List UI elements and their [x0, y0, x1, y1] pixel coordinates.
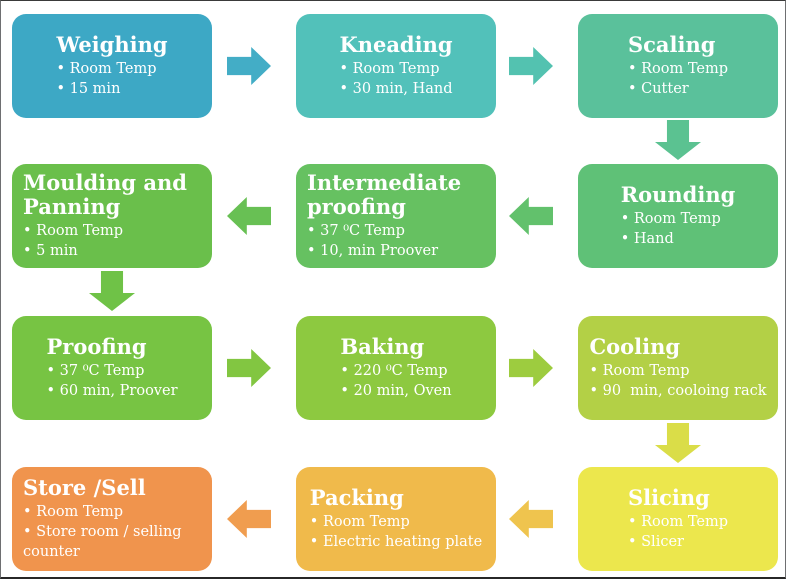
step-title: Kneading — [339, 31, 453, 57]
flow-arrow-right-icon — [227, 47, 271, 85]
step-detail: Electric heating plate — [310, 532, 482, 552]
step-detail: 37 ⁰C Temp — [307, 221, 485, 241]
step-detail: Room Temp — [23, 502, 201, 522]
flow-arrow-right-icon — [509, 349, 553, 387]
step-detail: Room Temp — [310, 512, 482, 532]
step-details: Room Temp Store room / selling counter — [23, 502, 201, 562]
flow-arrow-right-icon — [509, 47, 553, 85]
flow-arrow-left-icon — [509, 197, 553, 235]
flow-arrow-left-icon — [227, 197, 271, 235]
step-detail: Room Temp — [628, 59, 728, 79]
step-detail: Cutter — [628, 79, 728, 99]
step-details: Room Temp 5 min — [23, 221, 201, 261]
flow-arrow-right-icon — [227, 349, 271, 387]
step-detail: Room Temp — [621, 209, 736, 229]
step-title: Baking — [340, 333, 425, 359]
step-title: Store /Sell — [23, 474, 146, 500]
process-step-proofing: Proofing 37 ⁰C Temp 60 min, Proover — [12, 316, 212, 420]
flow-arrow-left-icon — [509, 500, 553, 538]
step-details: Room Temp Electric heating plate — [310, 512, 482, 552]
step-details: Room Temp Slicer — [628, 512, 728, 552]
step-detail: Room Temp — [589, 361, 766, 381]
flow-arrow-down-icon — [655, 423, 701, 463]
step-detail: 5 min — [23, 241, 201, 261]
step-details: Room Temp Cutter — [628, 59, 728, 99]
process-step-rounding: Rounding Room Temp Hand — [578, 164, 778, 268]
step-detail: Room Temp — [56, 59, 167, 79]
process-step-weighing: Weighing Room Temp 15 min — [12, 14, 212, 118]
step-detail: 60 min, Proover — [46, 381, 178, 401]
step-details: Room Temp 15 min — [56, 59, 167, 99]
flow-arrow-down-icon — [655, 120, 701, 160]
step-detail: 10, min Proover — [307, 241, 485, 261]
step-detail: 90 min, cooloing rack — [589, 381, 767, 401]
flow-arrow-down-icon — [89, 271, 135, 311]
step-detail: Room Temp — [628, 512, 728, 532]
step-title: Packing — [309, 484, 404, 510]
process-step-packing: Packing Room Temp Electric heating plate — [296, 467, 496, 571]
process-step-moulding-and-panning: Moulding and Panning Room Temp 5 min — [12, 164, 212, 268]
step-detail: 15 min — [56, 79, 167, 99]
step-detail: Hand — [621, 229, 736, 249]
step-title: Weighing — [56, 31, 168, 57]
step-detail: Store room / selling counter — [23, 522, 201, 562]
process-step-intermediate-proofing: Intermediate proofing 37 ⁰C Temp 10, min… — [296, 164, 496, 268]
step-detail: 37 ⁰C Temp — [46, 361, 177, 381]
step-details: Room Temp 90 min, cooloing rack — [589, 361, 767, 401]
step-detail: 20 min, Oven — [340, 381, 452, 401]
process-step-cooling: Cooling Room Temp 90 min, cooloing rack — [578, 316, 778, 420]
step-title: Cooling — [589, 333, 681, 359]
step-title: Intermediate proofing — [307, 169, 462, 219]
step-details: 37 ⁰C Temp 10, min Proover — [307, 221, 485, 261]
step-detail: Room Temp — [339, 59, 452, 79]
flow-arrow-left-icon — [227, 500, 271, 538]
step-details: Room Temp Hand — [621, 209, 736, 249]
process-step-baking: Baking 220 ⁰C Temp 20 min, Oven — [296, 316, 496, 420]
step-detail: 30 min, Hand — [339, 79, 453, 99]
step-details: Room Temp 30 min, Hand — [339, 59, 453, 99]
step-details: 220 ⁰C Temp 20 min, Oven — [340, 361, 452, 401]
process-step-scaling: Scaling Room Temp Cutter — [578, 14, 778, 118]
step-title: Rounding — [620, 181, 736, 207]
step-title: Slicing — [627, 484, 710, 510]
step-title: Scaling — [627, 31, 716, 57]
process-step-store-sell: Store /Sell Room Temp Store room / selli… — [12, 467, 212, 571]
process-step-kneading: Kneading Room Temp 30 min, Hand — [296, 14, 496, 118]
step-detail: Room Temp — [23, 221, 201, 241]
step-details: 37 ⁰C Temp 60 min, Proover — [46, 361, 178, 401]
step-detail: 220 ⁰C Temp — [340, 361, 451, 381]
process-step-slicing: Slicing Room Temp Slicer — [578, 467, 778, 571]
step-title: Proofing — [46, 333, 147, 359]
step-detail: Slicer — [628, 532, 728, 552]
step-title: Moulding and Panning — [23, 169, 187, 219]
